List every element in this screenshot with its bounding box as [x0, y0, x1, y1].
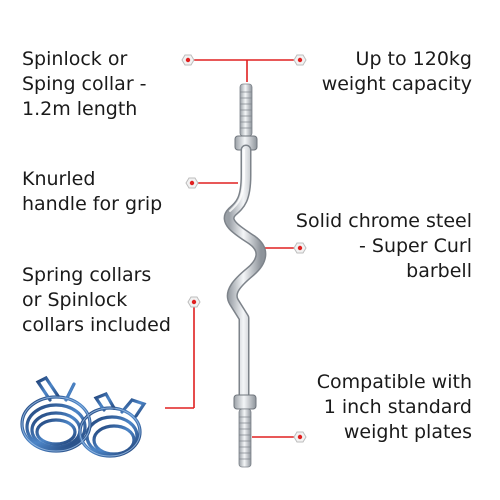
- hexagon-nut-icon: [187, 296, 201, 308]
- hexagon-nut-icon: [181, 54, 195, 66]
- label-line: handle for grip: [22, 193, 163, 215]
- label-line: Compatible with: [316, 371, 472, 393]
- compatibility-label: Compatible with 1 inch standard weight p…: [317, 370, 472, 445]
- label-line: 1 inch standard: [323, 396, 472, 418]
- leader-lines: [165, 59, 300, 438]
- label-line: collars included: [22, 314, 171, 336]
- label-line: Sping collar -: [22, 73, 147, 95]
- hexagon-nut-icon: [293, 431, 307, 443]
- hexagon-nut-icon: [293, 54, 307, 66]
- label-line: Solid chrome steel: [295, 210, 472, 232]
- curl-barbell-image: [223, 83, 267, 468]
- label-line: weight plates: [343, 421, 472, 443]
- spring-collars-image: [20, 375, 147, 458]
- label-line: barbell: [406, 260, 472, 282]
- label-line: Up to 120kg: [355, 48, 472, 70]
- label-line: - Super Curl: [359, 235, 472, 257]
- hexagon-nut-icon: [293, 242, 307, 254]
- hexagon-nut-icon: [185, 177, 199, 189]
- markers: [181, 54, 307, 443]
- chrome-steel-label: Solid chrome steel - Super Curl barbell: [296, 209, 472, 284]
- label-line: Spinlock or: [22, 48, 128, 70]
- spinlock-collar-label: Spinlock or Sping collar - 1.2m length: [22, 47, 147, 122]
- label-line: Spring collars: [22, 264, 152, 286]
- weight-capacity-label: Up to 120kg weight capacity: [322, 47, 472, 97]
- label-line: or Spinlock: [22, 289, 128, 311]
- label-line: 1.2m length: [22, 98, 138, 120]
- collars-included-label: Spring collars or Spinlock collars inclu…: [22, 263, 171, 338]
- knurled-handle-label: Knurled handle for grip: [22, 167, 162, 217]
- label-line: Knurled: [22, 168, 96, 190]
- label-line: weight capacity: [321, 73, 472, 95]
